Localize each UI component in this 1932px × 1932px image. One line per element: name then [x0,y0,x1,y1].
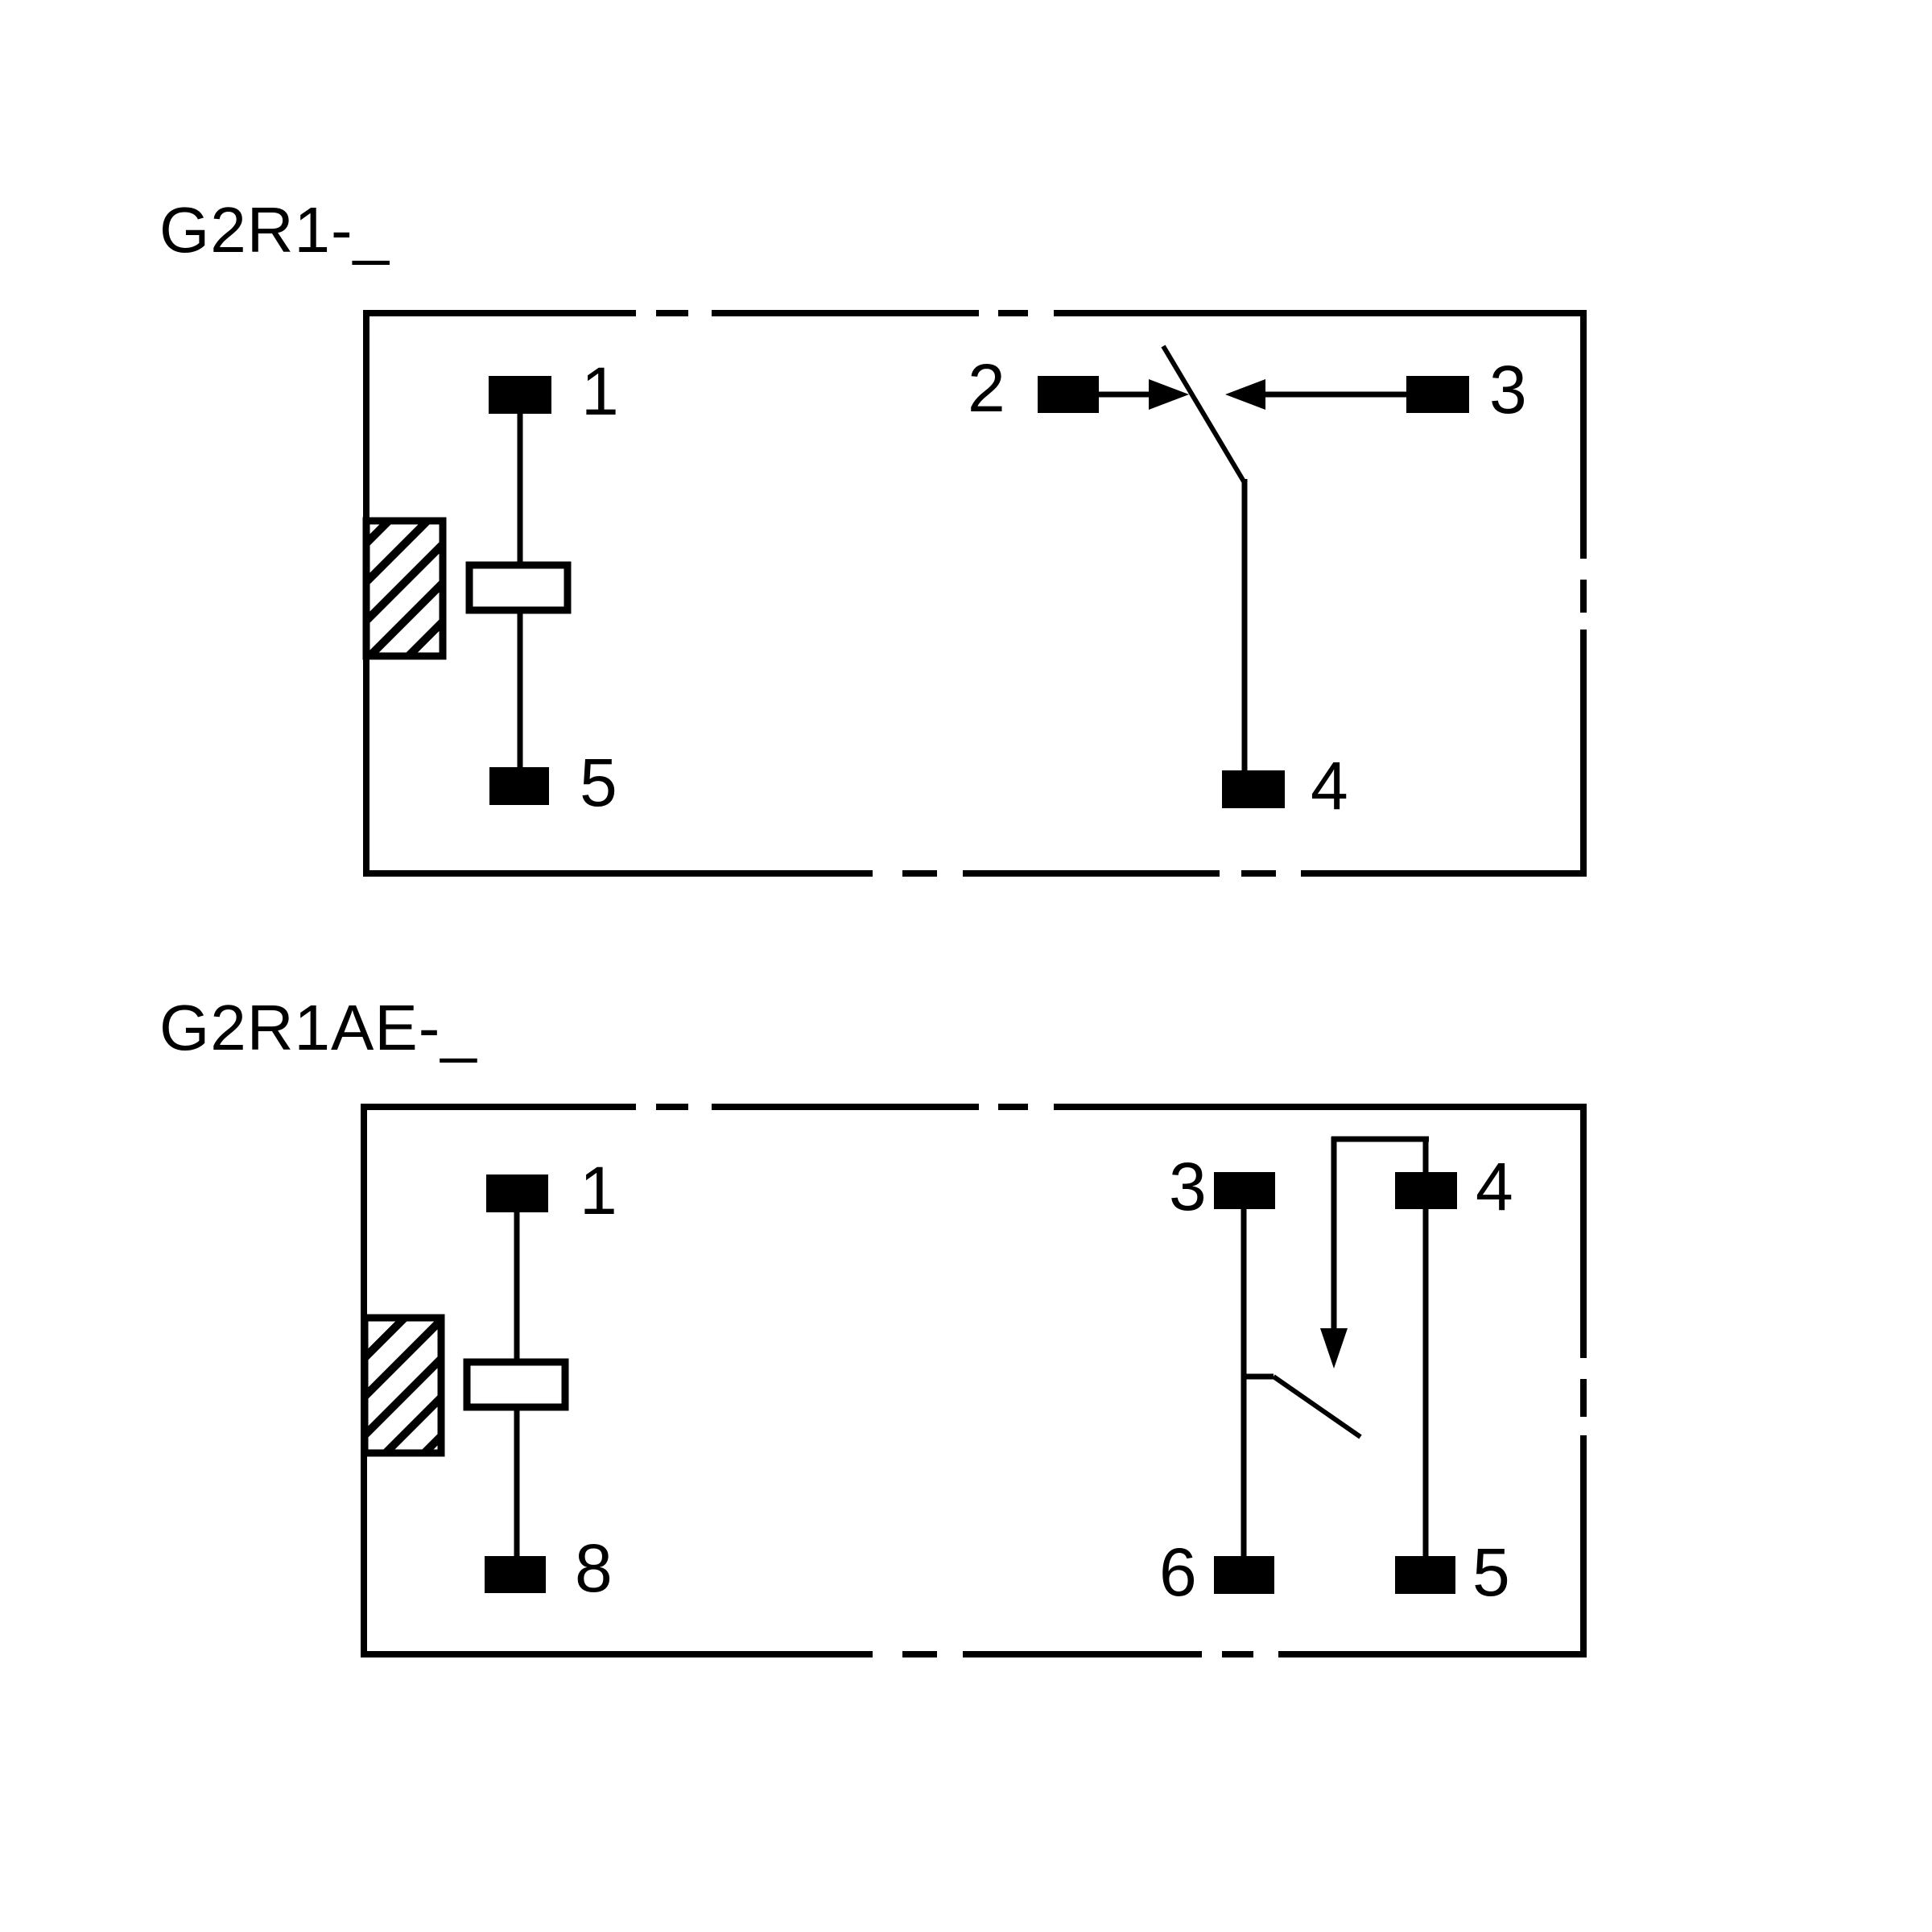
g2r1-pin-label-5: 5 [580,745,617,820]
diagram-title-g2r1ae: G2R1AE-_ [159,992,477,1063]
g2r1-switch-blade [1161,345,1246,483]
g2r1ae-pin-label-6: 6 [1159,1534,1197,1610]
g2r1ae-pin-terminal-3 [1214,1172,1275,1209]
g2r1-arrow-left-icon [1225,379,1265,410]
g2r1-pin-terminal-2 [1038,376,1099,413]
g2r1-contact-assembly [1099,345,1406,773]
g2r1-pin-terminal-3 [1406,376,1469,413]
g2r1ae-pin-terminal-5 [1395,1556,1455,1594]
g2r1-core-hatch [362,517,447,660]
g2r1ae-core-hatch [361,1314,445,1457]
g2r1-pin-label-4: 4 [1311,748,1348,824]
g2r1ae-pin-label-4: 4 [1476,1149,1513,1224]
g2r1-pin-label-3: 3 [1489,352,1527,427]
g2r1ae-pin-label-5: 5 [1472,1534,1510,1610]
g2r1ae-pin-terminal-1 [486,1174,548,1212]
diagram-title-g2r1: G2R1-_ [159,194,390,266]
g2r1-pin-terminal-1 [489,376,551,414]
g2r1-coil-assembly [362,411,572,770]
g2r1ae-switch-blade [1272,1374,1362,1439]
g2r1-case-outline [363,310,1587,877]
g2r1ae-coil-assembly [361,1209,569,1559]
g2r1-pin-terminals [489,376,1469,808]
g2r1ae-pin-terminals [485,1172,1457,1594]
g2r1-arrow-right-icon [1149,379,1189,410]
g2r1ae-pin-terminal-6 [1214,1556,1274,1594]
g2r1-pin-label-1: 1 [581,353,619,429]
g2r1-pin-terminal-4 [1222,770,1285,808]
g2r1-pin-terminal-5 [489,767,549,805]
g2r1ae-pin-label-8: 8 [575,1530,613,1606]
g2r1-coil-symbol [465,561,572,614]
g2r1ae-pin-label-3: 3 [1169,1149,1207,1224]
g2r1ae-pin-terminal-8 [485,1556,546,1593]
g2r1ae-arrow-down-icon [1320,1328,1348,1368]
g2r1ae-pin-terminal-4 [1395,1172,1457,1209]
g2r1ae-pin-label-1: 1 [580,1153,617,1228]
g2r1ae-coil-symbol [463,1358,569,1411]
g2r1-pin-label-2: 2 [968,350,1005,426]
g2r1ae-contact-assembly [1241,1136,1429,1558]
